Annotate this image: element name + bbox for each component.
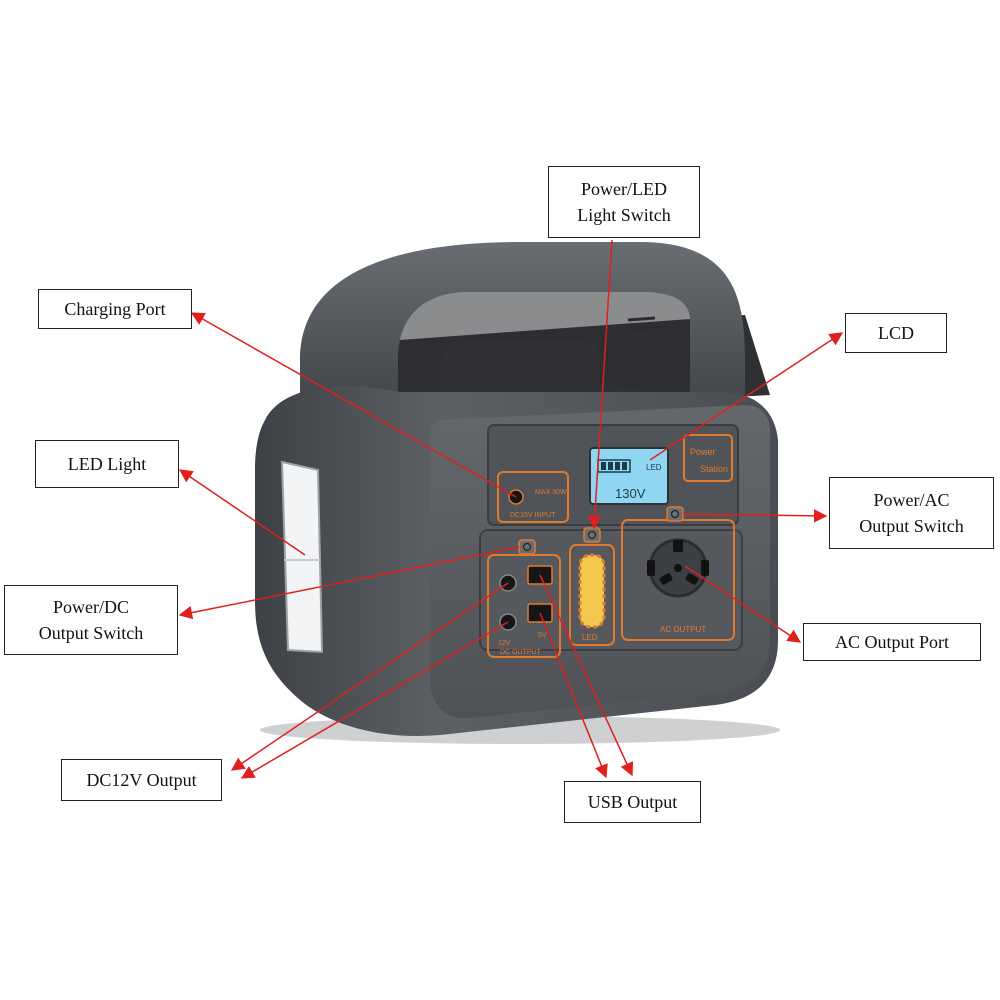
- callout-led-light: LED Light: [35, 440, 179, 488]
- lcd-battery-bars: [601, 462, 627, 470]
- brand-label-line1: Power: [690, 447, 716, 457]
- ac-ground-slot-left: [647, 560, 655, 576]
- ac-ground-slot-right: [701, 560, 709, 576]
- power-dc-switch-icon: [522, 542, 532, 552]
- callout-power-dc-switch: Power/DC Output Switch: [4, 585, 178, 655]
- callout-dc12v-output: DC12V Output: [61, 759, 222, 801]
- arrow-ac-output-port: [684, 565, 802, 643]
- led-output-box: [569, 544, 615, 646]
- dc-output-label: DC OUTPUT: [500, 649, 542, 656]
- led-label: LED: [582, 633, 598, 642]
- arrow-usb-top: [539, 574, 634, 777]
- lcd-tag: LED: [646, 463, 662, 472]
- arrow-usb-bottom: [539, 612, 608, 779]
- arrow-led-light: [178, 469, 306, 556]
- brand-label-line2: Station: [700, 464, 728, 474]
- callout-usb-output: USB Output: [564, 781, 701, 823]
- callout-lcd: LCD: [845, 313, 947, 353]
- brand-box: [683, 434, 733, 482]
- arrow-dc12v-bottom: [240, 621, 509, 779]
- arrow-power-led-switch: [588, 239, 613, 530]
- arrow-dc12v-top: [230, 582, 509, 771]
- power-led-switch-icon: [587, 530, 597, 540]
- callout-charging-port: Charging Port: [38, 289, 192, 329]
- arrow-lcd: [649, 332, 844, 461]
- power-dc-switch-button[interactable]: [518, 539, 536, 555]
- arrow-power-ac-switch: [682, 509, 828, 523]
- dc-12v-label: 12V: [498, 640, 511, 647]
- handle-vents: [627, 316, 661, 352]
- led-light-panel: [280, 460, 324, 654]
- dc-5v-label: 5V: [538, 632, 547, 639]
- power-ac-switch-icon: [670, 509, 680, 519]
- power-ac-switch-button[interactable]: [666, 506, 684, 522]
- ac-output-label: AC OUTPUT: [660, 625, 706, 634]
- callout-arrows: [178, 239, 844, 779]
- dc-output-box: [487, 554, 561, 658]
- input-label: DC15V INPUT: [510, 512, 556, 519]
- callout-power-ac-switch: Power/AC Output Switch: [829, 477, 994, 549]
- handle-inner-shadow: [398, 292, 690, 410]
- arrow-power-dc-switch: [178, 546, 520, 620]
- ac-socket-holes: [659, 540, 699, 585]
- callout-power-led-switch: Power/LED Light Switch: [548, 166, 700, 238]
- led-strip: [578, 553, 606, 629]
- callout-ac-output-port: AC Output Port: [803, 623, 981, 661]
- lcd-reading: 130V: [615, 486, 646, 501]
- max-label: MAX 30W: [535, 489, 567, 496]
- carry-handle: [300, 242, 745, 420]
- charging-port-box: [497, 471, 569, 523]
- power-led-switch-button[interactable]: [583, 527, 601, 543]
- arrow-charging-port: [190, 312, 517, 498]
